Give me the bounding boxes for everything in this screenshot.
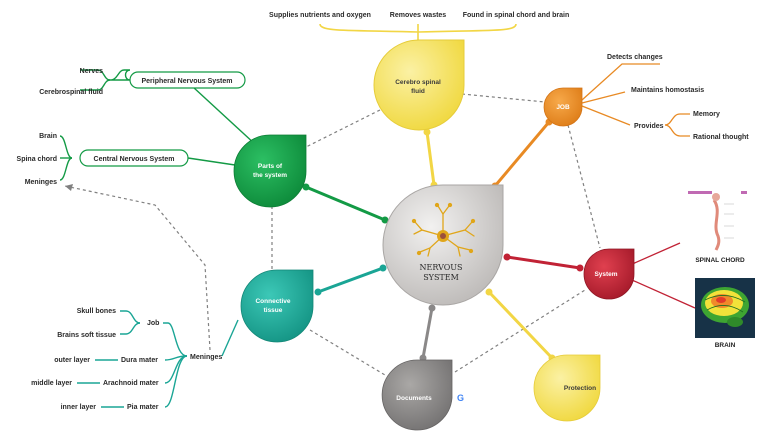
node-protection-label: Protection xyxy=(564,385,596,392)
central-nervous-system-box[interactable]: Central Nervous System xyxy=(79,149,189,167)
cerebro-child-1: Removes wastes xyxy=(390,12,447,19)
meninges-label: Meninges xyxy=(190,354,222,361)
node-parts-line2: the system xyxy=(253,172,287,179)
relation-cerebro-job xyxy=(461,93,546,103)
layer-0-label: outer layer xyxy=(54,357,90,364)
node-center[interactable]: NERVOUS SYSTEM xyxy=(382,184,504,306)
layer-1-label: middle layer xyxy=(31,380,72,387)
node-center-line2: SYSTEM xyxy=(423,273,459,282)
relationship-lines xyxy=(64,93,601,376)
spinal-chord-caption: SPINAL CHORD xyxy=(695,257,745,264)
peripheral-label: Peripheral Nervous System xyxy=(141,78,232,85)
node-parts-line1: Parts of xyxy=(258,163,283,170)
relation-meninges-link xyxy=(64,185,211,351)
connective-branches xyxy=(77,310,239,408)
neuron-nucleus xyxy=(440,233,446,239)
node-documents-label: Documents xyxy=(396,395,432,402)
peripheral-child-1: Cerebrospinal fluid xyxy=(39,89,103,96)
relation-connective-documents xyxy=(309,329,386,376)
layer-2-label: inner layer xyxy=(61,404,97,411)
relation-cerebro-parts xyxy=(299,109,381,151)
cerebro-child-2: Found in spinal chord and brain xyxy=(463,12,570,19)
job-child-provides: Provides xyxy=(634,123,664,130)
connector-parts xyxy=(304,185,387,222)
provides-child-0: Memory xyxy=(693,111,720,118)
connector-job xyxy=(493,120,551,188)
layer-2-mater: Pia mater xyxy=(127,404,159,411)
node-system[interactable]: System xyxy=(583,248,635,300)
layer-0-mater: Dura mater xyxy=(121,357,158,364)
spinal-chord-image[interactable] xyxy=(684,188,747,251)
parts-branches xyxy=(59,69,257,181)
job-child-detects: Detects changes xyxy=(607,54,663,61)
relation-documents-system xyxy=(454,289,586,373)
connector-connective xyxy=(316,266,385,294)
provides-child-1: Rational thought xyxy=(693,134,749,141)
node-system-label: System xyxy=(594,271,617,278)
relation-arrowhead xyxy=(65,184,73,191)
node-documents[interactable]: Documents xyxy=(381,359,453,431)
node-connective[interactable]: Connective tissue xyxy=(240,269,314,343)
system-branches xyxy=(629,242,696,309)
google-drive-icon[interactable]: G xyxy=(457,393,464,403)
connective-job-child-0: Skull bones xyxy=(77,308,116,315)
job-child-maintains: Maintains homostasis xyxy=(631,87,704,94)
peripheral-child-0: Nerves xyxy=(80,68,103,75)
central-label: Central Nervous System xyxy=(94,156,175,163)
connective-job-child-1: Brains soft tissue xyxy=(57,332,116,339)
node-job-label: JOB xyxy=(556,104,570,111)
connective-job-label: Job xyxy=(147,320,159,327)
cerebro-child-0: Supplies nutrients and oxygen xyxy=(269,12,371,19)
central-child-1: Spina chord xyxy=(17,156,57,163)
connector-cerebro xyxy=(425,130,436,187)
node-connective-line1: Connective xyxy=(255,298,290,305)
brain-image[interactable] xyxy=(695,278,755,338)
node-parts[interactable]: Parts of the system xyxy=(233,134,307,208)
connector-system xyxy=(505,255,582,270)
central-child-2: Meninges xyxy=(25,179,57,186)
layer-1-mater: Arachnoid mater xyxy=(103,380,159,387)
node-cerebro-line2: fluid xyxy=(411,88,425,95)
node-center-line1: NERVOUS xyxy=(420,263,463,272)
svg-text:G: G xyxy=(457,393,464,403)
connector-protection xyxy=(487,290,554,360)
main-connectors xyxy=(304,120,582,360)
node-protection[interactable]: Protection xyxy=(533,354,601,422)
central-child-0: Brain xyxy=(39,133,57,140)
peripheral-nervous-system-box[interactable]: Peripheral Nervous System xyxy=(129,71,246,89)
job-branches xyxy=(581,63,690,137)
node-cerebro-line1: Cerebro spinal xyxy=(395,79,441,86)
connector-documents xyxy=(421,306,434,360)
brain-caption: BRAIN xyxy=(715,342,736,349)
node-job[interactable]: JOB xyxy=(543,87,583,127)
node-cerebro[interactable]: Cerebro spinal fluid xyxy=(373,39,465,131)
relation-job-system xyxy=(567,124,601,249)
node-connective-line2: tissue xyxy=(264,307,283,314)
